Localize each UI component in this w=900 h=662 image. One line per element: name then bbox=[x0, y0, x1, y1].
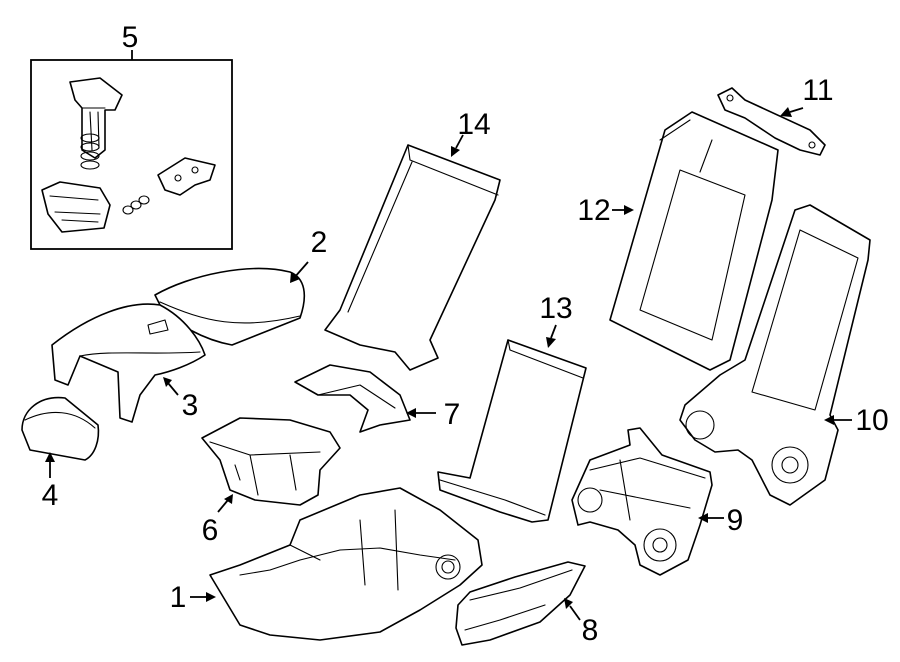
part-6-storage-bin bbox=[201, 417, 341, 506]
callout-1: 1 bbox=[170, 581, 187, 614]
part-10-seatback-frame bbox=[679, 204, 871, 506]
callout-12: 12 bbox=[577, 194, 610, 227]
callout-5: 5 bbox=[122, 21, 139, 54]
callout-7: 7 bbox=[444, 398, 461, 431]
part-14-seatback-panel bbox=[324, 144, 501, 371]
callout-2: 2 bbox=[311, 226, 328, 259]
part-12-seatback-cover bbox=[609, 111, 779, 371]
callout-6: 6 bbox=[202, 514, 219, 547]
part-4-trim-pad bbox=[21, 396, 100, 461]
part-1-console-base bbox=[209, 487, 483, 641]
part-13-cushion-panel bbox=[437, 339, 587, 523]
callout-11: 11 bbox=[802, 74, 833, 107]
callout-4: 4 bbox=[42, 479, 59, 512]
part-8-trim-cover bbox=[455, 561, 586, 646]
part-7-bracket bbox=[294, 364, 411, 433]
callout-9: 9 bbox=[727, 504, 744, 537]
callout-10: 10 bbox=[855, 404, 888, 437]
callout-3: 3 bbox=[182, 389, 199, 422]
part-5-hardware-kit bbox=[30, 59, 233, 250]
callout-14: 14 bbox=[457, 108, 490, 141]
callout-8: 8 bbox=[582, 614, 599, 647]
part-3-armrest-cover bbox=[51, 303, 206, 423]
part-11-upper-bracket bbox=[717, 87, 826, 156]
callout-13: 13 bbox=[539, 292, 572, 325]
part-9-cushion-frame bbox=[571, 427, 713, 576]
